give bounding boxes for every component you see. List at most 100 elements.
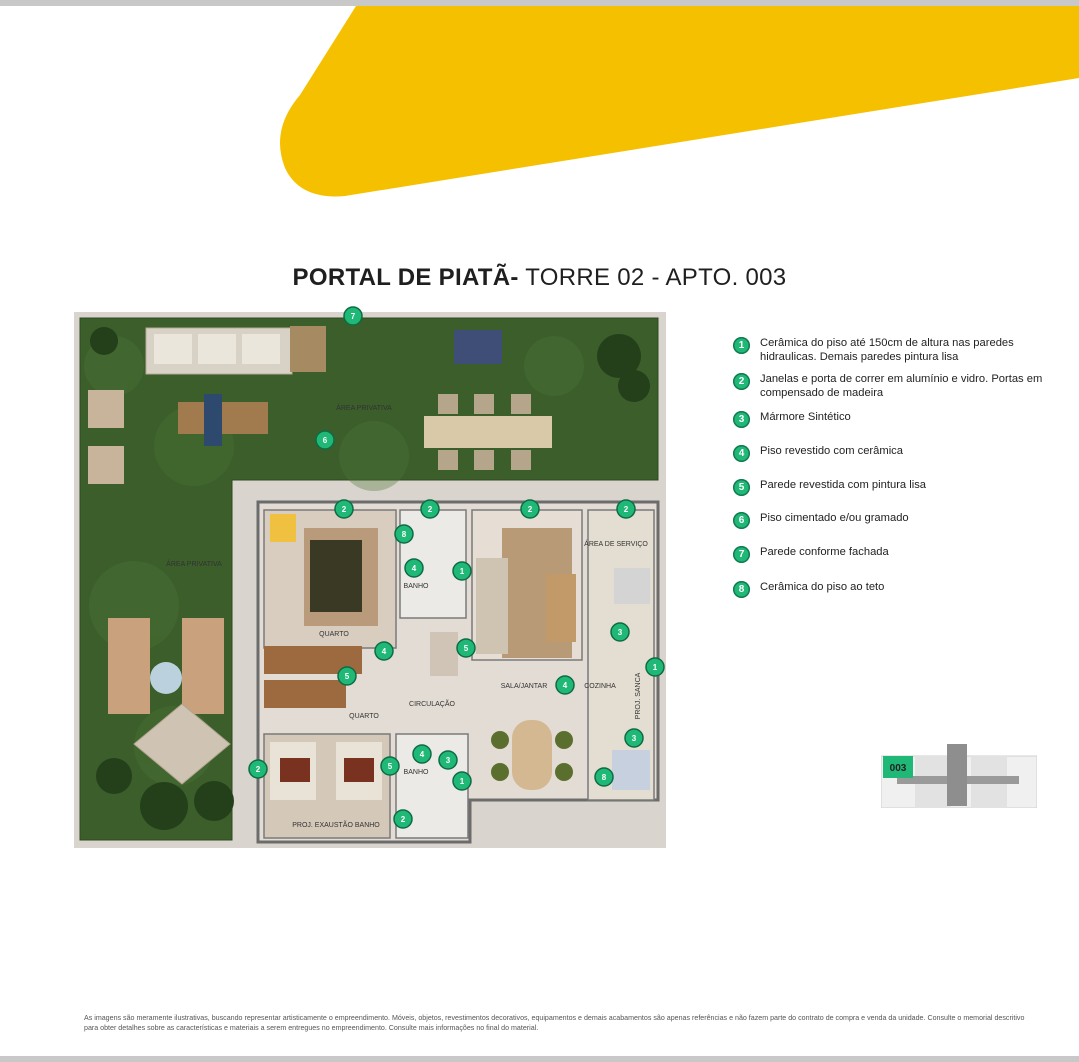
- plan-marker-number: 3: [446, 756, 451, 765]
- plan-marker: 5: [380, 756, 400, 776]
- plan-marker-number: 4: [420, 750, 425, 759]
- plan-marker: 2: [520, 499, 540, 519]
- page-title: PORTAL DE PIATÃ- TORRE 02 - APTO. 003: [0, 264, 1079, 292]
- legend-text: Parede conforme fachada: [760, 546, 889, 558]
- plan-marker: 4: [374, 641, 394, 661]
- dining-table: [512, 720, 552, 790]
- plan-marker: 2: [393, 809, 413, 829]
- label-circulacao: CIRCULAÇÃO: [409, 699, 455, 708]
- floor-plan: ÁREA PRIVATIVA ÁREA PRIVATIVA ÁREA DE SE…: [74, 306, 666, 848]
- plan-marker-number: 8: [402, 530, 407, 539]
- key-map: 003: [881, 744, 1037, 808]
- legend-text: Mármore Sintético: [760, 411, 851, 423]
- lounge-chair: [88, 446, 124, 484]
- legend-number: 6: [733, 512, 750, 529]
- title-bold: PORTAL DE PIATÃ-: [292, 264, 519, 291]
- label-banho-1: BANHO: [404, 583, 429, 590]
- plan-marker: 1: [645, 657, 665, 677]
- lounge-chair: [88, 390, 124, 428]
- plan-marker: 5: [337, 666, 357, 686]
- bottom-border: [0, 1056, 1079, 1062]
- top-border: [0, 0, 1079, 6]
- legend-number: 3: [733, 411, 750, 428]
- plan-marker-number: 2: [401, 815, 406, 824]
- plan-marker-number: 3: [632, 734, 637, 743]
- label-proj-exaustao: PROJ. EXAUSTÃO BANHO: [292, 820, 380, 829]
- legend-number: 7: [733, 546, 750, 563]
- legend-text: Piso revestido com cerâmica: [760, 445, 904, 457]
- plan-marker-number: 2: [256, 765, 261, 774]
- legend-number: 2: [733, 373, 750, 390]
- plan-marker-number: 1: [460, 777, 465, 786]
- plan-marker: 2: [248, 759, 268, 779]
- plan-marker-number: 2: [428, 505, 433, 514]
- legend-number: 1: [733, 337, 750, 354]
- umbrella: [133, 703, 231, 785]
- plan-marker: 1: [452, 561, 472, 581]
- plan-marker: 1: [452, 771, 472, 791]
- plan-marker: 3: [610, 622, 630, 642]
- label-area-privativa-1: ÁREA PRIVATIVA: [336, 403, 392, 412]
- legend-text: Piso cimentado e/ou gramado: [760, 512, 909, 524]
- plan-marker: 7: [343, 306, 363, 326]
- plan-marker-number: 3: [618, 628, 623, 637]
- plan-marker: 2: [616, 499, 636, 519]
- plan-marker-number: 1: [460, 567, 465, 576]
- marker-layer: 7 6 2 2 2 2 8 4 1 5 4 5 3 1 4 3 2 4 3 5 1 8 2: [248, 306, 665, 829]
- plan-marker: 4: [412, 744, 432, 764]
- sunbed: [108, 618, 150, 714]
- bed: [310, 540, 362, 612]
- plan-marker: 2: [420, 499, 440, 519]
- legend-item: 2 Janelas e porta de correr em alumínio …: [733, 372, 1053, 400]
- plan-marker-number: 1: [653, 663, 658, 672]
- label-quarto-1: QUARTO: [319, 631, 349, 638]
- pergola: [290, 326, 326, 372]
- lawn-area: [80, 318, 658, 840]
- plan-marker-number: 6: [323, 436, 328, 445]
- plan-marker: 5: [456, 638, 476, 658]
- plan-marker: 8: [394, 524, 414, 544]
- plan-marker: 6: [315, 430, 335, 450]
- label-area-privativa-2: ÁREA PRIVATIVA: [166, 559, 222, 568]
- plan-marker-number: 2: [342, 505, 347, 514]
- wardrobe: [264, 680, 346, 708]
- plan-marker: 4: [404, 558, 424, 578]
- plan-marker: 8: [594, 767, 614, 787]
- legend-item: 3 Mármore Sintético: [733, 410, 1053, 428]
- legend-text: Cerâmica do piso ao teto: [760, 581, 885, 593]
- label-proj-sanca: PROJ. SANCA: [635, 672, 642, 719]
- plan-marker: 3: [438, 750, 458, 770]
- plan-marker-number: 8: [602, 773, 607, 782]
- plan-marker-number: 4: [382, 647, 387, 656]
- unit-highlight: [883, 756, 913, 778]
- legend-item: 7 Parede conforme fachada: [733, 545, 1053, 563]
- label-sala-jantar: SALA/JANTAR: [501, 683, 548, 690]
- plan-marker-number: 5: [345, 672, 350, 681]
- unit-label: 003: [890, 763, 907, 774]
- yellow-banner-shape: [280, 6, 1079, 197]
- title-rest: TORRE 02 - APTO. 003: [518, 264, 787, 291]
- outdoor-dining-table: [424, 416, 552, 448]
- plan-marker-number: 5: [388, 762, 393, 771]
- bbq-grill: [454, 330, 502, 364]
- plants: [90, 327, 650, 830]
- plan-marker: 2: [334, 499, 354, 519]
- legend-item: 1 Cerâmica do piso até 150cm de altura n…: [733, 336, 1053, 364]
- plan-marker-number: 4: [563, 681, 568, 690]
- legend-item: 6 Piso cimentado e/ou gramado: [733, 511, 1053, 529]
- legend-number: 8: [733, 581, 750, 598]
- legend-text: Cerâmica do piso até 150cm de altura nas…: [760, 337, 1014, 363]
- plan-marker-number: 2: [624, 505, 629, 514]
- legend-item: 4 Piso revestido com cerâmica: [733, 444, 1053, 462]
- legend-text: Janelas e porta de correr em alumínio e …: [760, 373, 1043, 399]
- legend-item: 5 Parede revestida com pintura lisa: [733, 478, 1053, 496]
- plan-marker: 3: [624, 728, 644, 748]
- wood-bench: [178, 402, 268, 434]
- plan-marker-number: 2: [528, 505, 533, 514]
- sofa: [476, 558, 508, 654]
- label-area-servico: ÁREA DE SERVIÇO: [584, 539, 648, 548]
- plan-marker-number: 7: [351, 312, 356, 321]
- label-banho-2: BANHO: [404, 769, 429, 776]
- disclaimer: As imagens são meramente ilustrativas, b…: [84, 1014, 1025, 1032]
- plan-marker: 4: [555, 675, 575, 695]
